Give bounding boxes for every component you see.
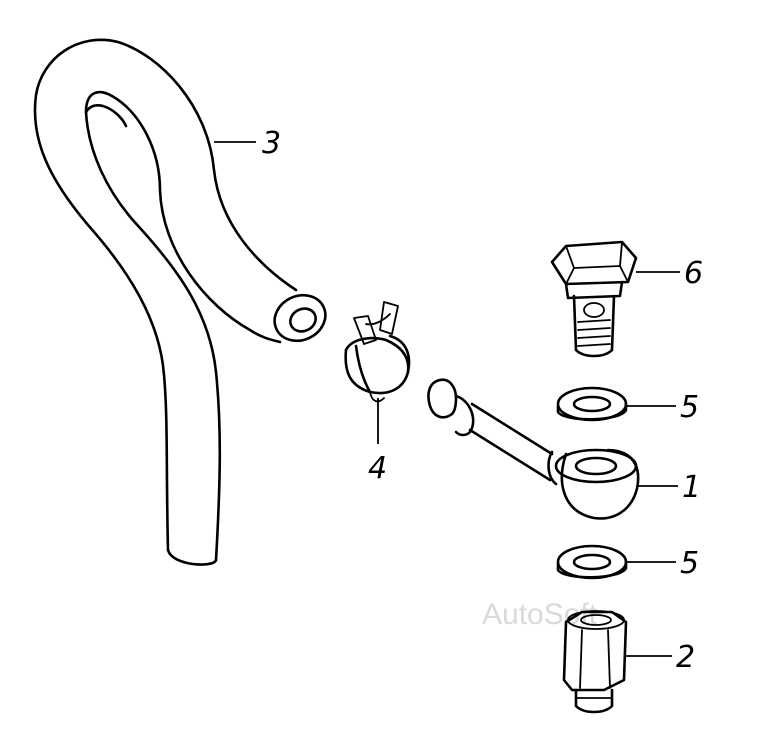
banjo-fitting-part: [427, 378, 640, 520]
callout-1: 1: [682, 470, 701, 505]
callout-6: 6: [684, 256, 703, 291]
hose-part: [33, 38, 327, 566]
callout-3: 3: [262, 126, 281, 161]
union-adapter-part: [562, 610, 628, 714]
callout-2: 2: [676, 640, 695, 675]
washer-upper-part: [556, 386, 628, 422]
callout-5-lower: 5: [680, 546, 699, 581]
callout-4: 4: [368, 451, 387, 486]
hose-clamp-part: [344, 301, 411, 403]
banjo-bolt-part: [550, 240, 638, 358]
washer-lower-part: [556, 544, 628, 580]
callout-5-upper: 5: [680, 390, 699, 425]
